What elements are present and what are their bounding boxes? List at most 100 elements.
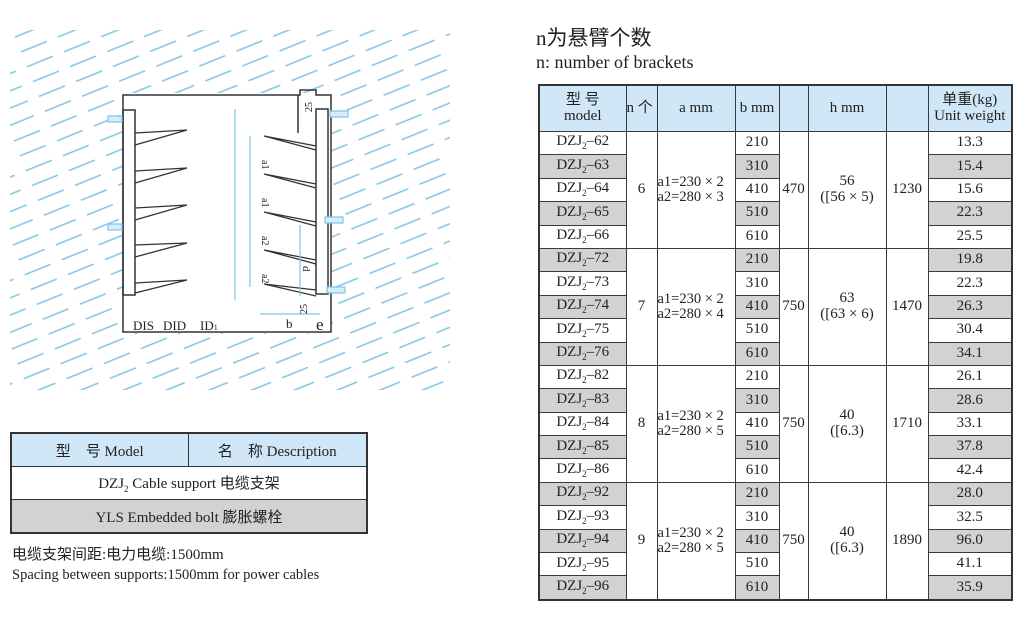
cell-weight: 22.3 [927,271,1013,296]
cell-weight: 96.0 [927,528,1013,554]
header-a: a mm [656,84,736,132]
cell-weight: 28.6 [927,388,1013,413]
cell-model: DZJ2–95 [538,552,627,577]
cell-col5: 470 [778,131,809,249]
cell-b: 210 [734,247,780,273]
cell-weight: 35.9 [927,575,1013,601]
cell-b: 510 [734,318,780,343]
cell-col5: 750 [778,481,809,601]
header-blank-2 [885,84,929,132]
wall-hatching [10,30,450,390]
cell-model: DZJ2–72 [538,247,627,273]
cell-weight: 37.8 [927,435,1013,460]
header-h: h mm [807,84,887,132]
table-row: DZJ2–94 410 96.0 [538,528,1013,554]
table-row: DZJ2–95 510 41.1 [538,552,1013,577]
label-b: b [286,316,293,331]
cell-b: 410 [734,177,780,203]
header-blank-1 [778,84,809,132]
cell-weight: 34.1 [927,341,1013,366]
table-row: DZJ2–76 610 34.1 [538,341,1013,366]
cell-weight: 28.0 [927,481,1013,507]
cell-b: 210 [734,130,780,156]
cell-weight: 15.4 [927,154,1013,179]
legend-embedded-bolt: YLS Embedded bolt 膨胀螺栓 [10,499,368,534]
dimension-lines [107,109,349,315]
cell-weight: 19.8 [927,247,1013,273]
cell-model: DZJ2–83 [538,388,627,413]
cell-model: DZJ2–63 [538,154,627,179]
header-weight: 单重(kg)Unit weight [927,84,1013,132]
cell-b: 610 [734,224,780,249]
legend-table: 型 号 Model 名 称 Description DZJ2 Cable sup… [10,432,368,534]
cell-weight: 25.5 [927,224,1013,249]
header-b: b mm [734,84,780,132]
cell-n: 7 [625,247,658,366]
cell-b: 410 [734,528,780,554]
cell-model: DZJ2–96 [538,575,627,601]
label-dis: DIS [133,318,154,333]
label-a2-1: a2 [259,236,270,245]
cell-n: 9 [625,481,658,601]
cell-model: DZJ2–85 [538,435,627,460]
legend-row: DZJ2 Cable support 电缆支架 [10,466,368,500]
cell-model: DZJ2–64 [538,177,627,203]
cell-b: 510 [734,201,780,226]
cell-col7: 1890 [885,481,929,601]
cell-b: 510 [734,552,780,577]
cell-h: 56([56 × 5) [807,131,887,249]
cell-b: 610 [734,341,780,366]
cell-n: 8 [625,364,658,483]
label-a1-1: a1 [259,160,270,169]
cell-col5: 750 [778,247,809,366]
title-chinese: n为悬臂个数 [536,26,652,50]
label-top-25: 25 [304,102,315,112]
cell-b: 210 [734,364,780,390]
label-did: DID [163,318,186,333]
legend-header-model: 型 号 Model [10,432,189,467]
label-id1: ID1 [200,318,218,333]
cell-weight: 22.3 [927,201,1013,226]
cell-weight: 26.1 [927,364,1013,390]
label-e: e [316,315,324,334]
cell-b: 310 [734,505,780,530]
cell-b: 410 [734,294,780,320]
cell-h: 63([63 × 6) [807,247,887,366]
cell-col7: 1710 [885,364,929,483]
cell-weight: 26.3 [927,294,1013,320]
cell-model: DZJ2–75 [538,318,627,343]
label-a2-2: a2 [259,274,270,283]
cell-b: 610 [734,575,780,601]
cell-model: DZJ2–76 [538,341,627,366]
cell-weight: 13.3 [927,130,1013,156]
cell-model: DZJ2–86 [538,458,627,483]
cell-model: DZJ2–62 [538,130,627,156]
label-bottom-25: 25 [299,304,310,314]
cell-weight: 33.1 [927,411,1013,437]
label-a1-2: a1 [259,198,270,207]
cell-b: 410 [734,411,780,437]
cell-model: DZJ2–93 [538,505,627,530]
cell-model: DZJ2–94 [538,528,627,554]
cable-support-diagram: DIS DID ID1 b e 25 25 a1 a1 a2 a2 d [10,30,450,390]
cell-b: 610 [734,458,780,483]
cell-weight: 41.1 [927,552,1013,577]
cell-h: 40([6.3) [807,364,887,483]
note-chinese: 电缆支架间距:电力电缆:1500mm [12,547,224,563]
